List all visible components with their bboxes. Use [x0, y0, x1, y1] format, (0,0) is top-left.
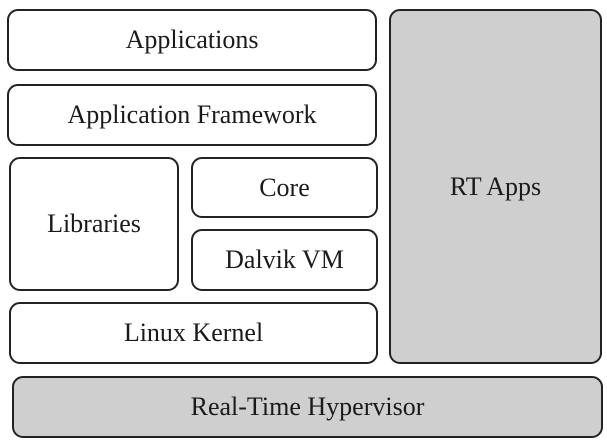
rt-apps-block: RT Apps [389, 9, 602, 364]
application-framework-layer: Application Framework [7, 84, 377, 146]
linux-kernel-layer: Linux Kernel [9, 302, 378, 364]
core-block: Core [191, 157, 378, 218]
core-label: Core [259, 172, 310, 202]
libraries-block: Libraries [9, 157, 179, 291]
rt-apps-label: RT Apps [449, 171, 542, 201]
libraries-label: Libraries [47, 209, 141, 238]
real-time-hypervisor-layer: Real-Time Hypervisor [12, 376, 603, 438]
applications-layer: Applications [7, 9, 377, 71]
dalvik-vm-label: Dalvik VM [225, 245, 344, 274]
dalvik-vm-block: Dalvik VM [191, 229, 378, 291]
real-time-hypervisor-label: Real-Time Hypervisor [190, 392, 425, 421]
applications-label: Applications [125, 25, 259, 54]
linux-kernel-label: Linux Kernel [123, 318, 264, 347]
application-framework-label: Application Framework [67, 100, 317, 129]
